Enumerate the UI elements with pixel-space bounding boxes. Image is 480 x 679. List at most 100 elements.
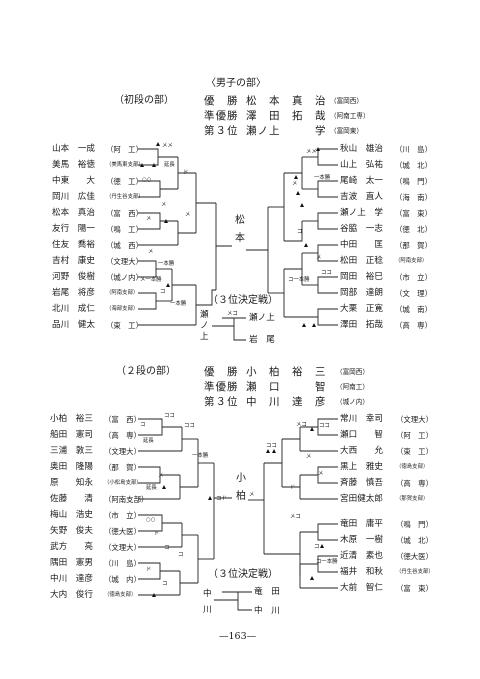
page-number: —163— — [219, 631, 257, 642]
player-name: 大西 允 — [340, 446, 383, 456]
score-mark: ココ — [164, 413, 175, 419]
score-mark: メコ — [227, 311, 238, 317]
result-rank: 優 勝 — [204, 366, 239, 378]
score-mark: 延長 — [164, 162, 175, 168]
player-name: 岡部 達朗 — [340, 288, 383, 298]
player-aff: （富 西） — [106, 209, 143, 218]
result-aff: （富岡西） — [330, 97, 363, 105]
score-mark: コ — [162, 581, 168, 587]
score-mark: ココ — [266, 443, 277, 449]
score-mark: ○○ — [146, 517, 156, 523]
player-aff: （徳島支部） — [104, 592, 137, 598]
player-name: 木原 一樹 — [340, 535, 383, 545]
player-name: 岩尾 将彦 — [52, 288, 95, 298]
score-mark: ココ — [319, 423, 330, 429]
player-aff: （川 島） — [104, 559, 141, 568]
player-name: 矢野 俊夫 — [50, 526, 93, 536]
third-place-label: （３位決定戦） — [208, 295, 278, 306]
player-aff: （丹生谷支部） — [106, 194, 144, 200]
score-mark: コ — [140, 422, 146, 428]
player-aff: （文理大） — [106, 257, 143, 266]
result-aff: （城ノ内） — [336, 398, 369, 406]
player-name: 友行 陽一 — [52, 224, 95, 234]
champion-char: 柏 — [236, 491, 246, 502]
player-aff: （阿 工） — [396, 431, 433, 440]
score-mark: コ — [164, 545, 170, 551]
player-aff: （阿南支部） — [106, 290, 139, 296]
score-mark: メ — [292, 181, 298, 187]
player-aff: （海部支部） — [106, 306, 139, 312]
player-aff: （城 北） — [396, 536, 433, 545]
third-place-label: （３位決定戦） — [208, 569, 278, 580]
result-rank: 第３位 — [204, 125, 239, 137]
third-winner-char: 中 — [203, 589, 212, 599]
player-name: 大栗 正寛 — [340, 304, 383, 314]
player-aff: （川 島） — [395, 145, 432, 154]
player-aff: （市 立） — [395, 273, 432, 282]
result-rank: 優 勝 — [204, 95, 239, 107]
player-name: 秋山 雄治 — [340, 144, 383, 154]
player-name: 近清 素也 — [340, 551, 383, 561]
player-name: 北川 成仁 — [52, 304, 95, 314]
player-name: 常川 幸司 — [340, 414, 383, 424]
player-name: 大前 智仁 — [340, 583, 383, 593]
third-winner-char: 上 — [200, 332, 209, 342]
result-aff: （阿南工専） — [330, 112, 370, 120]
player-aff: （丹生谷支部） — [396, 569, 434, 575]
player-name: 住友 喬裕 — [52, 240, 95, 250]
player-aff: （東 工） — [396, 447, 433, 456]
score-mark: ド — [154, 531, 160, 537]
division-subheader: （２段の部） — [116, 366, 176, 377]
player-aff: （徳 工） — [106, 177, 143, 186]
score-mark: メ — [185, 212, 191, 218]
score-mark: メ — [161, 202, 167, 208]
player-aff: （文理大） — [396, 415, 433, 424]
champion-char: 小 — [236, 473, 246, 484]
player-name: 澤田 拓哉 — [340, 320, 383, 330]
player-aff: （文理大） — [104, 447, 141, 456]
result-name: 松 本 真 治 — [246, 95, 327, 107]
player-name: 瀬口 智 — [340, 430, 383, 440]
player-name: 奥田 隆陽 — [50, 462, 93, 472]
score-mark: コ — [160, 289, 166, 295]
player-name: 尾崎 太一 — [340, 176, 383, 186]
score-mark: メ — [249, 492, 255, 498]
player-name: 中川 達彦 — [50, 574, 93, 584]
player-aff: （城 内） — [104, 575, 141, 584]
score-mark: メ — [316, 255, 322, 261]
player-name: 武方 亮 — [50, 542, 93, 552]
score-mark: メ — [158, 473, 164, 479]
score-mark: コ — [297, 229, 303, 235]
player-aff: （那 賀） — [395, 241, 432, 250]
winner-markers — [140, 142, 324, 597]
player-aff: （城 南） — [395, 305, 432, 314]
score-mark: 一本勝 — [314, 175, 331, 181]
player-aff: （城ノ内） — [106, 273, 143, 282]
player-name: 山上 弘祐 — [340, 160, 383, 170]
player-aff: （海 南） — [395, 193, 432, 202]
score-mark: ド — [290, 485, 296, 491]
player-aff: （美馬東支部） — [106, 162, 144, 168]
result-name: 中 川 達 彦 — [246, 396, 327, 408]
result-rank: 第３位 — [204, 396, 239, 408]
player-aff: （富 西） — [104, 415, 141, 424]
player-name: 船田 憲司 — [50, 430, 93, 440]
result-name: 瀬 口 智 — [246, 381, 327, 393]
player-name: 小柏 裕三 — [50, 414, 93, 424]
result-aff: （阿南工） — [336, 383, 369, 391]
player-name: 松本 真治 — [52, 208, 95, 218]
player-aff: （高 専） — [396, 479, 433, 488]
player-aff: （那 賀） — [104, 463, 141, 472]
third-player: 瀬ノ上 — [249, 313, 275, 323]
score-mark: コド — [216, 496, 227, 502]
player-aff: （那賀支部） — [396, 496, 429, 502]
score-mark: メメ — [162, 143, 173, 149]
score-mark: コ — [314, 544, 320, 550]
player-aff: （徳島支部） — [396, 464, 429, 470]
player-name: 大内 俊行 — [50, 590, 93, 600]
score-mark: メ — [306, 454, 312, 460]
player-name: 梅山 浩史 — [50, 510, 93, 520]
player-aff: （阿南支部） — [395, 258, 428, 264]
score-mark: コ — [178, 552, 184, 558]
